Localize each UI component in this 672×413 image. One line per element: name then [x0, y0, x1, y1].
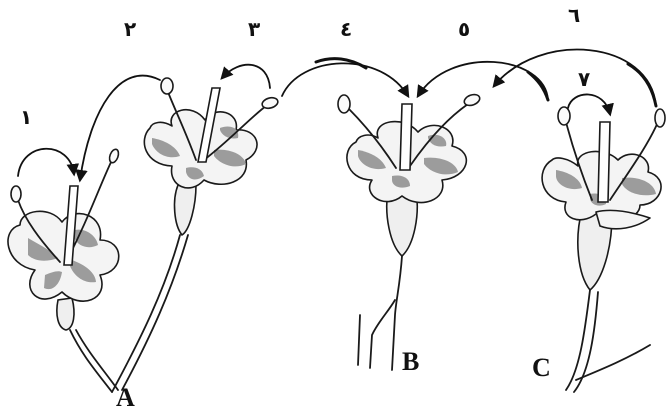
plant-letter-labels: A B C: [116, 347, 551, 412]
label-b: B: [402, 347, 419, 376]
number-3: ٣: [248, 17, 260, 41]
arrow-2: [80, 76, 160, 180]
plant-a-flower-lower: [8, 148, 120, 330]
number-1: ١: [20, 105, 32, 129]
label-c: C: [532, 353, 551, 382]
arrow-number-labels: ١ ٢ ٣ ٤ ٥ ٦ ٧: [20, 3, 590, 129]
plant-b-stem: [358, 315, 360, 365]
arrow-4: [282, 63, 408, 96]
label-a: A: [116, 383, 135, 412]
number-2: ٢: [124, 17, 136, 41]
arrow-7: [568, 94, 610, 114]
plant-b: [338, 93, 481, 370]
plant-a: [8, 78, 279, 392]
number-4: ٤: [340, 17, 352, 41]
arrow-1: [18, 149, 74, 176]
arrow-5: [418, 62, 548, 100]
arrow-3: [222, 65, 270, 88]
number-5: ٥: [458, 17, 470, 41]
plant-c: [542, 107, 665, 392]
number-6: ٦: [568, 3, 580, 27]
number-7: ٧: [578, 67, 590, 91]
plant-a-stem: [70, 330, 112, 392]
plant-a-flower-upper: [144, 78, 279, 235]
